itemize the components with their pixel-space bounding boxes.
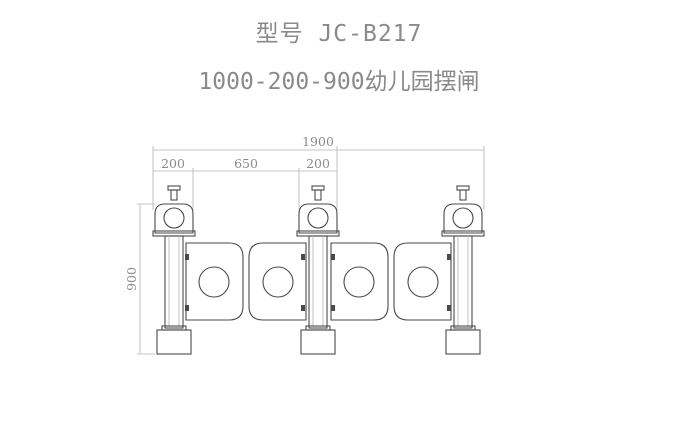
dimension-lines [137, 146, 485, 355]
flap-left [185, 242, 244, 321]
flap-center-left [248, 242, 307, 321]
post-right [441, 185, 485, 355]
model-title: 型号 JC-B217 [255, 21, 423, 47]
gap-width-label: 650 [234, 156, 258, 171]
flap-center-right [330, 242, 389, 321]
post-left [152, 185, 196, 355]
post-center [296, 185, 340, 355]
hinge-marks [185, 254, 451, 311]
height-label: 900 [124, 267, 139, 291]
left-post-width-label: 200 [161, 156, 185, 171]
center-post-width-label: 200 [306, 156, 330, 171]
overall-width-label: 1900 [302, 134, 334, 149]
product-title: 1000-200-900幼儿园摆闸 [198, 69, 480, 95]
flap-right [393, 242, 452, 321]
